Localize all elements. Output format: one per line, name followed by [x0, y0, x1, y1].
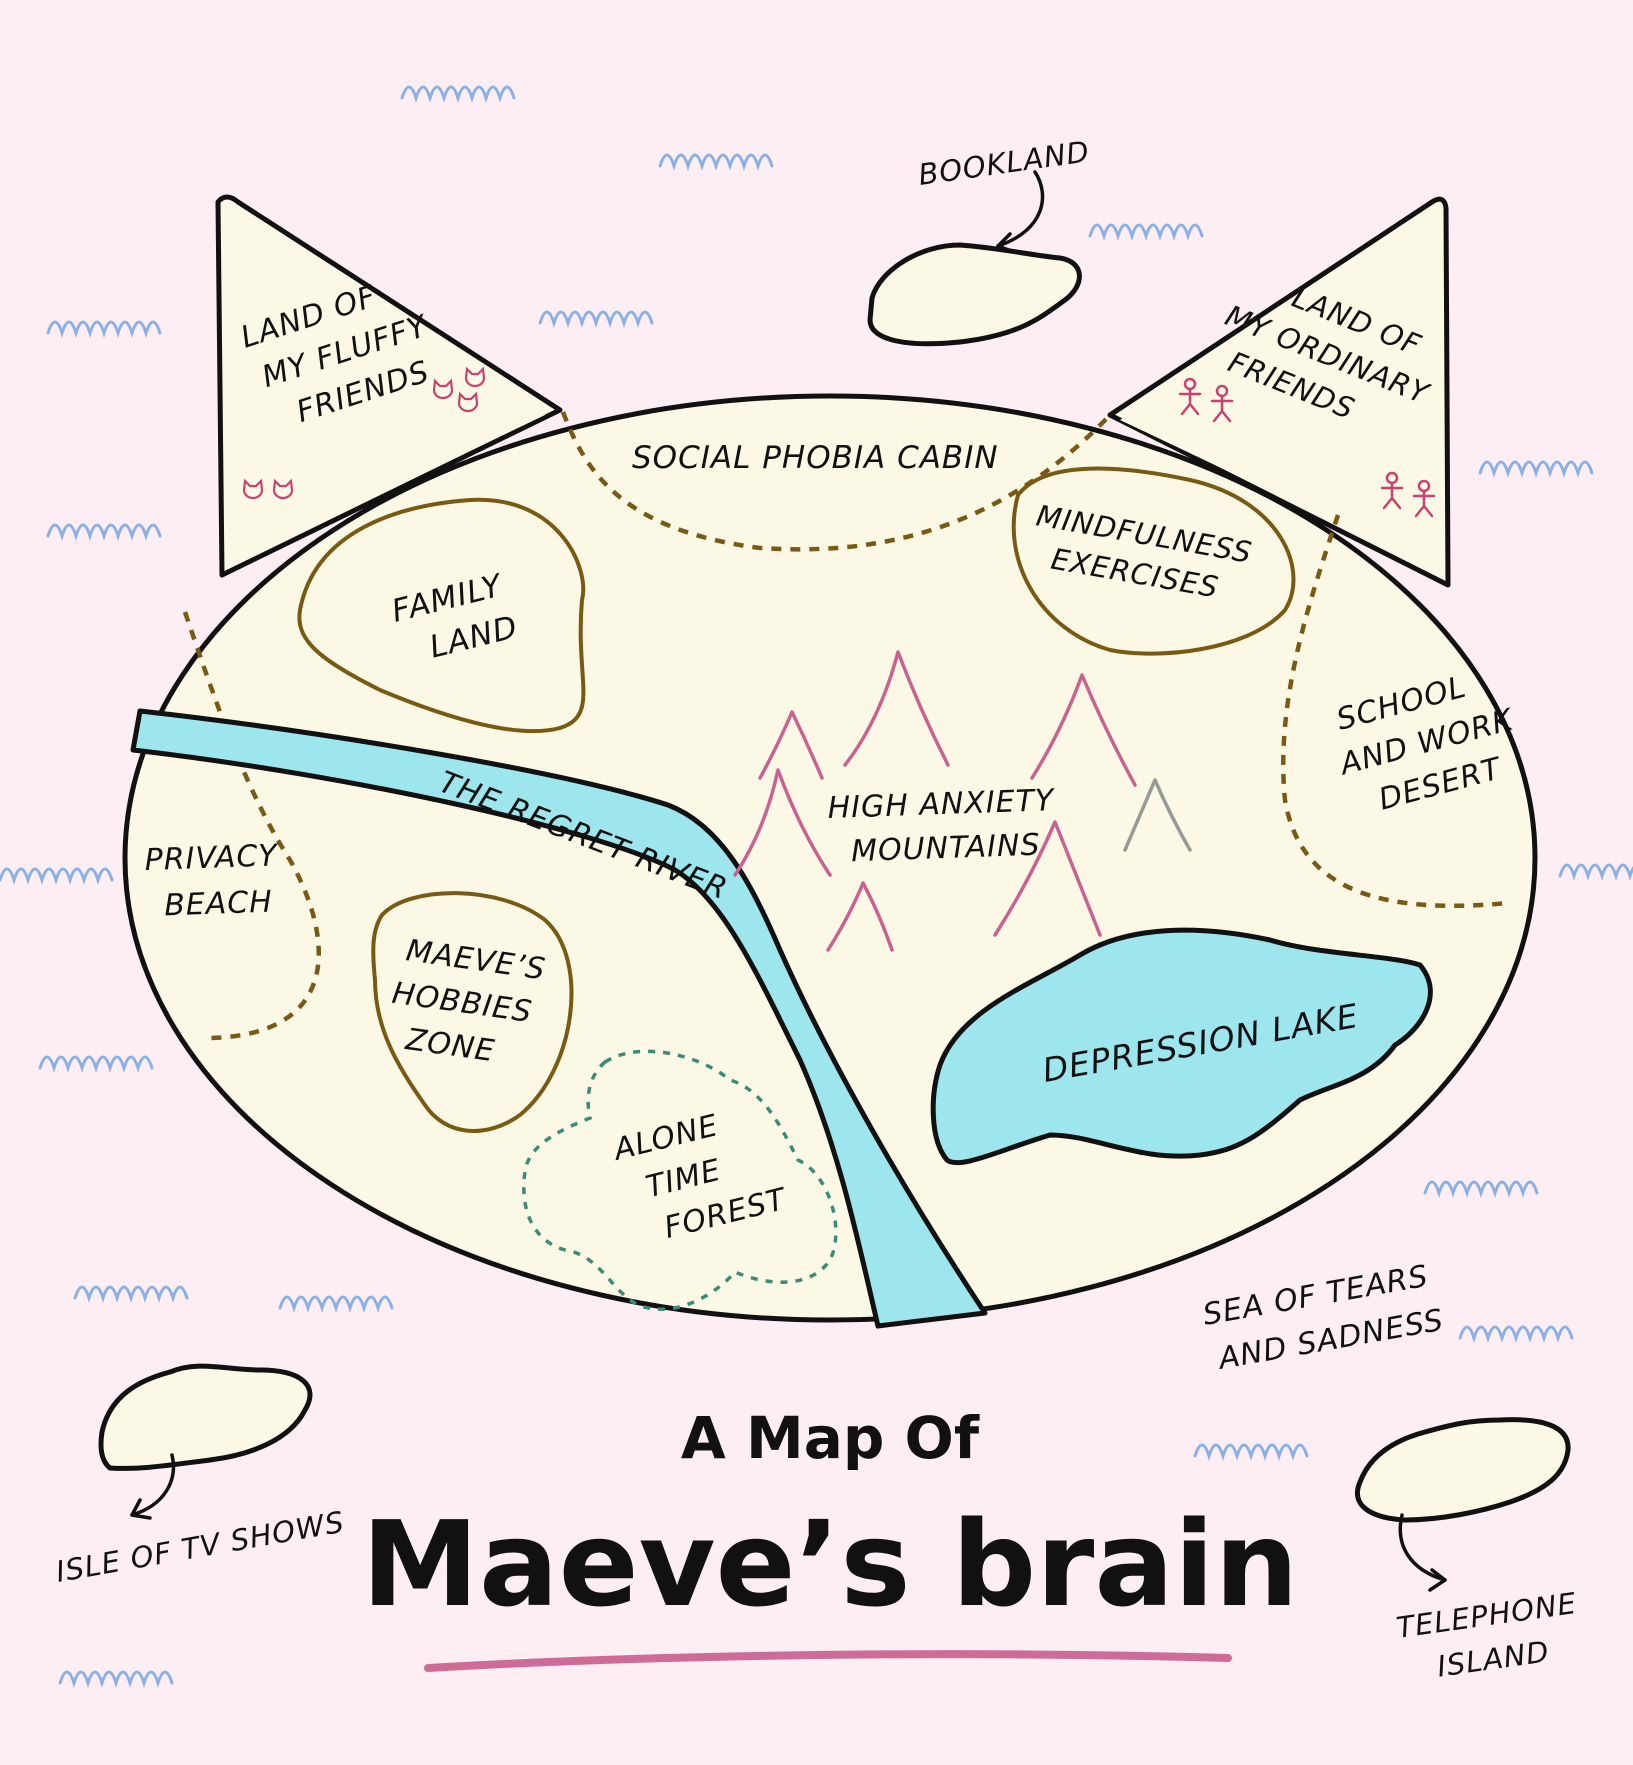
head-outline	[122, 393, 1538, 1323]
title-underline	[424, 1650, 1232, 1672]
social-phobia-label: SOCIAL PHOBIA CABIN	[632, 440, 999, 476]
curved-arrow-icon	[1398, 1513, 1447, 1582]
depression-lake	[930, 927, 1433, 1166]
regret-river	[130, 708, 988, 1329]
map-title: A Map Of Maeve’s brain	[362, 1404, 1299, 1672]
social-phobia-border	[560, 411, 1112, 552]
privacy-beach-border	[182, 611, 322, 1041]
mountain-icon	[993, 820, 1102, 937]
mountain-icon	[1030, 673, 1137, 787]
tv-shows-island	[98, 1363, 313, 1471]
islands	[98, 242, 1571, 1523]
region-borders	[182, 411, 1509, 1041]
title-line2: Maeve’s brain	[362, 1495, 1299, 1633]
mountain-icon	[826, 881, 894, 952]
mountain-icon	[758, 710, 824, 780]
mountain-icon	[1123, 778, 1192, 852]
mountain-icon	[843, 650, 950, 767]
family-land-region	[297, 497, 586, 733]
mountains-label: HIGH ANXIETY MOUNTAINS	[827, 783, 1067, 870]
bookland-island	[867, 242, 1082, 347]
curved-arrow-icon	[130, 1498, 152, 1520]
telephone-island	[1354, 1417, 1571, 1523]
title-line1: A Map Of	[681, 1404, 980, 1472]
curved-arrow-icon	[996, 170, 1045, 248]
mountain-icon	[733, 768, 832, 877]
hobbies-region	[371, 891, 574, 1133]
mindfulness-region	[1011, 466, 1296, 656]
arrows	[130, 170, 1447, 1592]
anxiety-mountains	[733, 650, 1192, 952]
curved-arrow-icon	[996, 232, 1016, 254]
curved-arrow-icon	[130, 1453, 176, 1517]
school-desert-border	[1281, 514, 1509, 909]
privacy-beach-label: PRIVACY BEACH	[144, 838, 290, 924]
curved-arrow-icon	[1428, 1568, 1447, 1592]
